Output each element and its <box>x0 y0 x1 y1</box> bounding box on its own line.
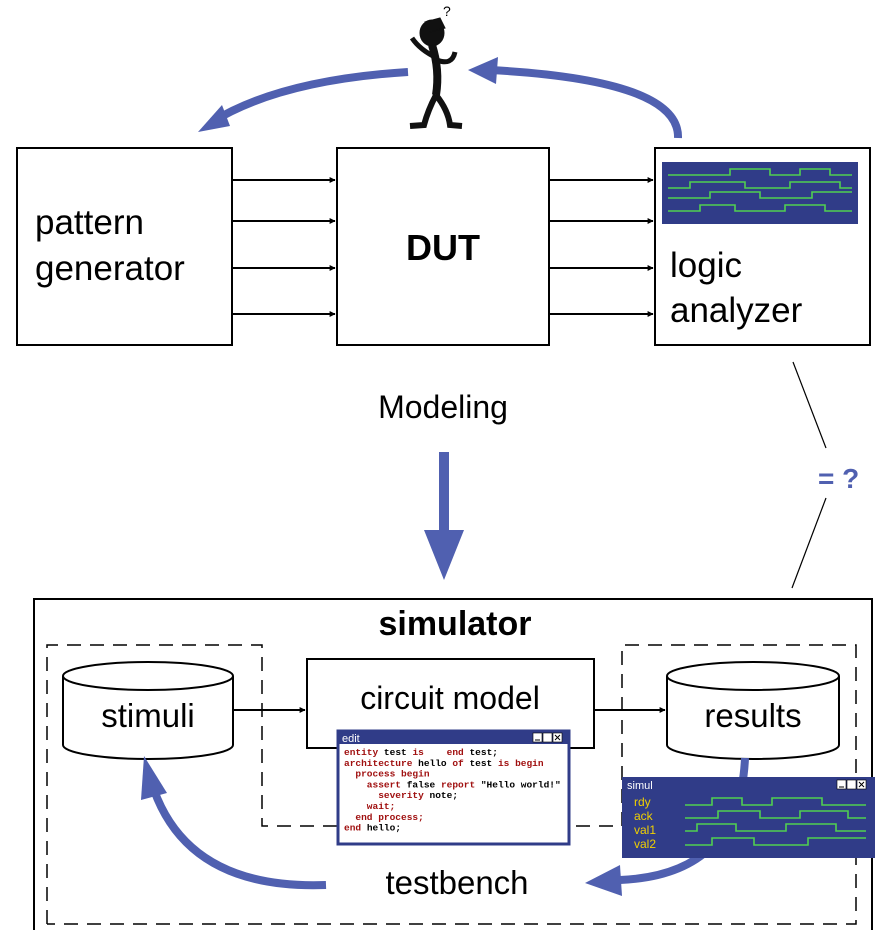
results-database <box>666 661 840 760</box>
code-line: severity note; <box>344 790 458 801</box>
maximize-icon <box>846 779 857 790</box>
testbench-label: testbench <box>385 864 528 901</box>
edit-window-code: entity test is end test;architecture hel… <box>344 747 561 834</box>
stimuli-label: stimuli <box>101 697 195 734</box>
circuit-model-label: circuit model <box>360 680 540 716</box>
simul-window-title: simul <box>627 780 653 792</box>
code-line: process begin <box>344 769 430 780</box>
logic-analyzer-waveforms <box>668 168 852 212</box>
code-line: architecture hello of test is begin <box>344 758 544 769</box>
pattern-generator-label-2: generator <box>35 249 185 288</box>
signal-label: rdy <box>634 795 651 809</box>
minimize-icon <box>532 732 543 743</box>
compare-line-top <box>792 361 827 449</box>
feedback-arrowhead-right <box>468 57 498 84</box>
compare-line-bottom <box>791 497 827 589</box>
modeling-arrow-shaft <box>439 452 449 532</box>
edit-window: edit entity test is end test;architectur… <box>336 729 571 846</box>
output-signal-arrows <box>549 177 654 317</box>
compare-label: = ? <box>818 463 859 494</box>
feedback-arrow-right <box>489 66 683 139</box>
signal-label: val1 <box>634 823 656 837</box>
pattern-generator-label-1: pattern <box>35 203 144 242</box>
simul-waveforms <box>685 797 866 846</box>
logic-analyzer-label-1: logic <box>670 246 742 285</box>
results-label: results <box>704 697 801 734</box>
code-line: end process; <box>344 812 424 823</box>
minimize-icon <box>836 779 847 790</box>
simulator-title: simulator <box>378 605 531 643</box>
testbench-to-stimuli-arrowhead <box>141 756 167 800</box>
code-line: wait; <box>344 801 395 812</box>
edit-window-controls[interactable] <box>532 732 563 743</box>
dut-label: DUT <box>406 227 480 268</box>
edit-window-title: edit <box>342 733 360 745</box>
feedback-arrow-left <box>209 68 409 126</box>
modeling-arrowhead <box>424 530 464 580</box>
thinking-person-icon: ? <box>409 3 463 129</box>
input-signal-arrows <box>232 177 336 317</box>
feedback-arrowhead-left <box>198 105 230 132</box>
code-line: entity test is end test; <box>344 747 498 758</box>
results-to-testbench-arrowhead <box>585 865 622 896</box>
modeling-label: Modeling <box>378 389 508 425</box>
testbench-to-stimuli-arrow <box>150 788 327 890</box>
pattern-generator-box <box>16 147 233 346</box>
maximize-icon <box>542 732 553 743</box>
stimuli-database <box>62 661 234 760</box>
dut-box <box>336 147 550 346</box>
signal-label: ack <box>634 809 654 823</box>
signal-label: val2 <box>634 837 656 851</box>
code-line: assert false report "Hello world!" <box>344 779 561 790</box>
simul-window: simul rdy ack val1 val2 <box>622 777 875 858</box>
simul-window-controls[interactable] <box>836 779 867 790</box>
code-line: end hello; <box>344 823 401 834</box>
logic-analyzer-label-2: analyzer <box>670 291 803 330</box>
question-mark-icon: ? <box>443 3 451 19</box>
